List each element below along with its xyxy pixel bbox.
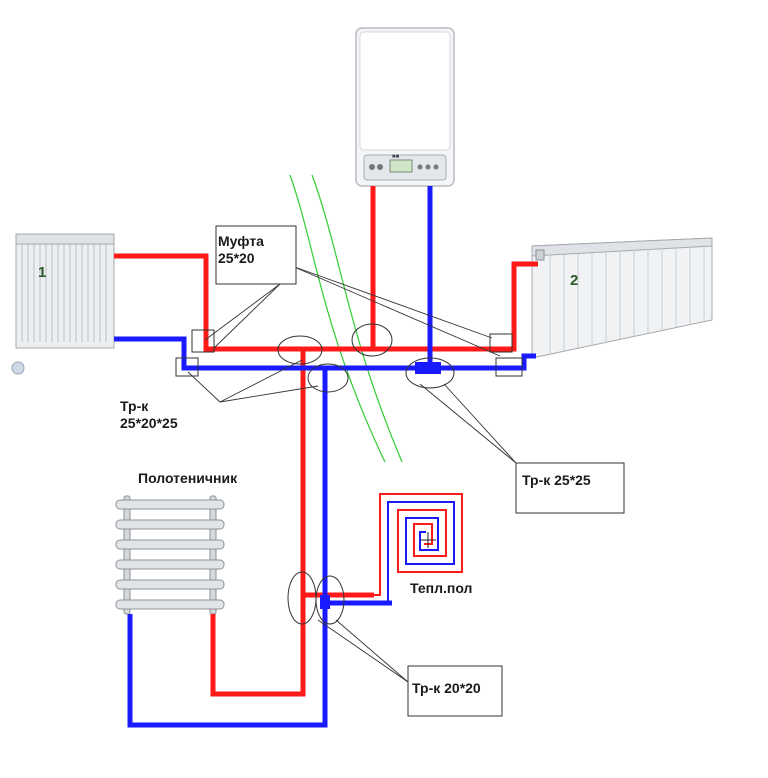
callout-leaders (187, 265, 517, 683)
radiator-2 (531, 237, 713, 359)
tee-right-label: Тр-к 25*25 (522, 472, 591, 488)
tee-junction-block-lower (320, 595, 330, 609)
tee-left-label: Тр-к 25*20*25 (120, 398, 178, 432)
floor-heating-label: Тепл.пол (410, 580, 473, 596)
tee-junction-block (415, 362, 441, 374)
tee-left-label-size: 25*20*25 (120, 415, 178, 431)
towel-rail (115, 495, 225, 615)
return-pipes (114, 186, 536, 728)
coupling-label-title: Муфта (218, 233, 264, 249)
radiator-2-number: 2 (570, 272, 579, 289)
boiler-unit: ■■ (355, 27, 455, 187)
tee-markers (277, 323, 455, 625)
towel-rail-label: Полотеничник (138, 470, 238, 486)
tee-bottom-label: Тр-к 20*20 (412, 680, 481, 696)
radiator-1-number: 1 (38, 264, 47, 281)
radiator-1 (11, 233, 115, 375)
tee-left-label-title: Тр-к (120, 398, 149, 414)
callout-boxes (215, 225, 625, 717)
floor-heating-coil (374, 493, 463, 604)
coupling-markers (175, 329, 523, 377)
guide-curves (289, 174, 403, 463)
coupling-label-size: 25*20 (218, 250, 255, 266)
svg-text:■■: ■■ (392, 154, 400, 160)
coupling-label: Муфта 25*20 (218, 233, 264, 267)
supply-pipes (114, 186, 538, 697)
